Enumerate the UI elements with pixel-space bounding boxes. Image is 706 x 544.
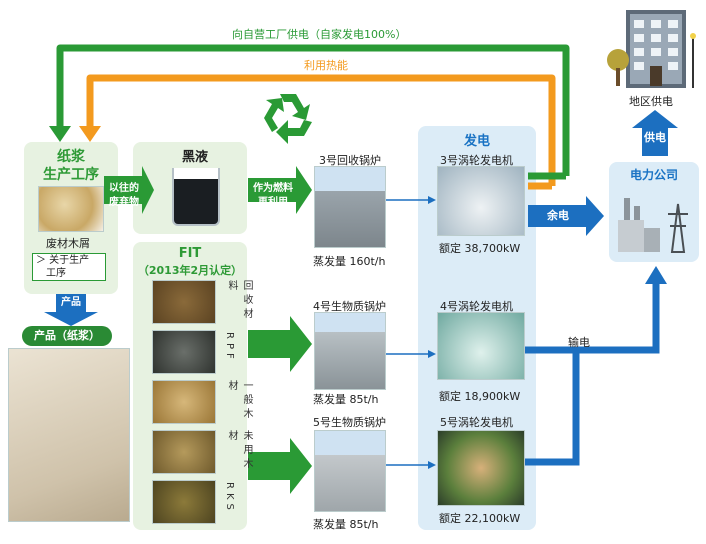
- boiler3-photo: [314, 166, 386, 248]
- reuse-fuel-arrow: [248, 166, 312, 214]
- waste-chips-label: 废材木屑: [46, 237, 90, 250]
- product-pulp-pill: 产品（纸浆）: [22, 326, 112, 346]
- transmission-arrowhead: [645, 266, 667, 284]
- power-supply-loop-arrow: [56, 44, 570, 176]
- pulp-title-line2: 生产工序: [43, 167, 99, 183]
- power-plant-illustration: [614, 184, 694, 256]
- turbine3-name: 3号涡轮发电机: [440, 154, 513, 167]
- fuel-photo-general-wood: [152, 380, 216, 424]
- supply-arrowhead: [632, 110, 678, 128]
- fuel-label-general-wood: 一般木材: [226, 380, 252, 422]
- beaker-photo: [172, 168, 220, 226]
- district-supply-label: 地区供电: [629, 95, 673, 108]
- turbine4-photo: [437, 312, 525, 380]
- pulp-title-line1: 纸浆: [57, 149, 85, 165]
- product-arrow-label: 产品: [61, 297, 81, 308]
- reuse-fuel-label: 作为燃料 再利用: [253, 183, 293, 208]
- past-waste-label: 以往的 废弃物: [109, 183, 139, 208]
- power-supply-arrowhead: [49, 126, 71, 142]
- heat-use-label: 利用热能: [304, 59, 348, 72]
- fuel-photo-rpf: [152, 330, 216, 374]
- boiler5-name: 5号生物质锅炉: [313, 416, 386, 429]
- fuel-label-recycled: 回收材料: [226, 280, 252, 322]
- power-company-title: 电力公司: [629, 168, 678, 182]
- production-process-link[interactable]: ＞ 关于生产 工序: [32, 253, 106, 281]
- supply-label: 供电: [644, 131, 666, 144]
- pulp-bale-photo: [8, 348, 130, 522]
- transmission-label: 输电: [568, 336, 590, 349]
- boiler5-photo: [314, 430, 386, 512]
- generation-title: 发电: [463, 134, 490, 149]
- fuel-label-unused-wood: 未用木材: [226, 430, 252, 472]
- boiler4-steam: 蒸发量 85t/h: [313, 393, 379, 406]
- heat-arrowhead: [79, 126, 101, 142]
- fit-subtitle: （2013年2月认定）: [137, 264, 243, 277]
- heat-loop-arrow: [86, 74, 556, 186]
- turbine4-rated: 额定 18,900kW: [439, 390, 521, 403]
- power-supply-label: 向自营工厂供电（自家发电100%）: [232, 28, 407, 41]
- turbine5-name: 5号涡轮发电机: [440, 416, 513, 429]
- turbine5-photo: [437, 430, 525, 506]
- fuel-label-rpf: RPF: [224, 332, 235, 363]
- recycle-icon: [264, 94, 312, 144]
- surplus-arrowhead: [586, 196, 604, 236]
- boiler3-steam: 蒸发量 160t/h: [313, 255, 386, 268]
- boiler5-steam: 蒸发量 85t/h: [313, 518, 379, 531]
- boiler4-photo: [314, 312, 386, 390]
- past-waste-arrow: [104, 166, 154, 214]
- fuel-photo-rks: [152, 480, 216, 524]
- surplus-label: 余电: [547, 209, 569, 222]
- fuel-label-rks: RKS: [224, 482, 235, 514]
- product-arrowhead: [44, 312, 98, 326]
- boiler3-name: 3号回收锅炉: [319, 154, 381, 167]
- black-liquor-title: 黑液: [181, 150, 208, 165]
- fuel-photo-recycled: [152, 280, 216, 324]
- district-building-illustration: [606, 6, 700, 90]
- turbine4-name: 4号涡轮发电机: [440, 300, 513, 313]
- fit-title: FIT: [178, 246, 202, 261]
- wood-chips-photo: [38, 186, 104, 232]
- turbine3-rated: 额定 38,700kW: [439, 242, 521, 255]
- boiler4-name: 4号生物质锅炉: [313, 300, 386, 313]
- turbine3-photo: [437, 166, 525, 236]
- fit-to-boiler5-arrow: [248, 438, 312, 494]
- fuel-photo-unused-wood: [152, 430, 216, 474]
- fit-to-boiler4-arrow: [248, 316, 312, 372]
- turbine5-rated: 额定 22,100kW: [439, 512, 521, 525]
